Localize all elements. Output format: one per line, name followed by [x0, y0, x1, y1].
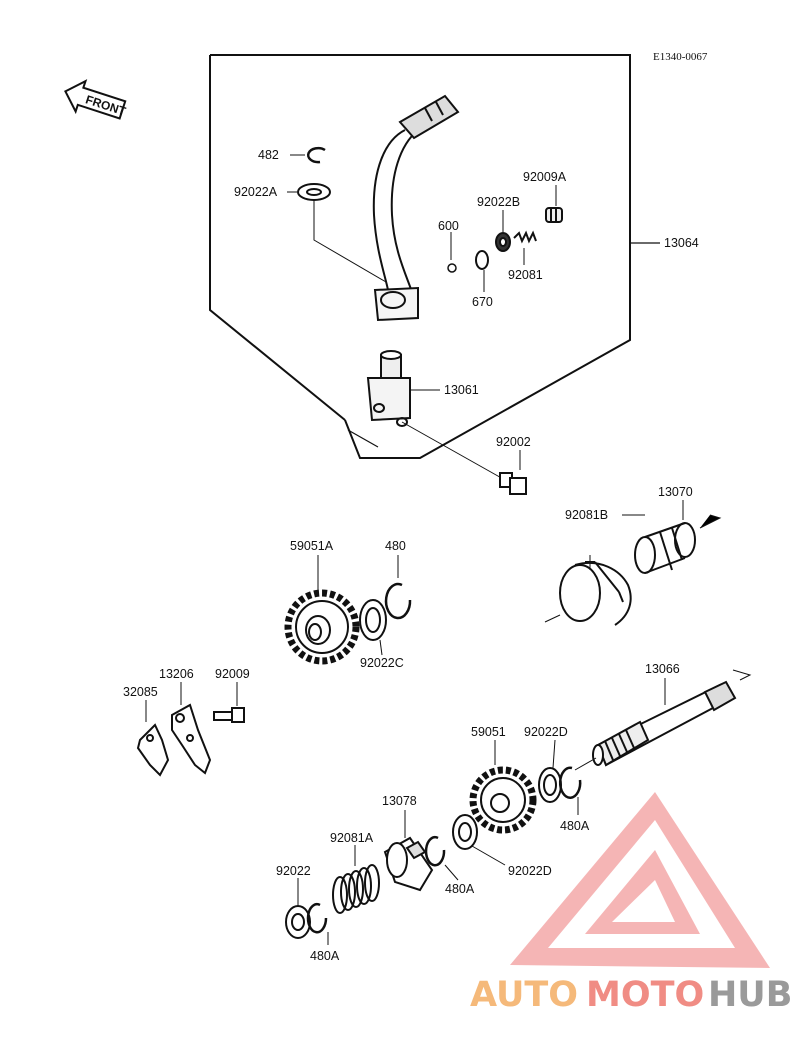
watermark-hub: HUB [708, 975, 792, 1015]
label-92022d-bottom: 92022D [508, 864, 552, 878]
front-arrow-icon: FRONT [64, 79, 128, 120]
washer-92022d-bottom [452, 814, 506, 866]
label-92022d-top: 92022D [524, 725, 568, 739]
watermark-text: AUTO MOTO HUB [470, 975, 792, 1015]
plug-92009a [545, 185, 563, 223]
guide-13206 [171, 682, 212, 775]
label-92081a: 92081A [330, 831, 374, 845]
circlip-480 [384, 555, 412, 620]
spring-92081a [332, 845, 380, 914]
sleeve-13070 [634, 522, 696, 574]
oring-670 [475, 250, 489, 292]
watermark-auto: AUTO [470, 975, 578, 1015]
part-labels: 482 92022A 600 92022B 92009A 92081 670 1… [123, 148, 699, 963]
label-59051: 59051 [471, 725, 506, 739]
kick-shaft-part [366, 350, 411, 427]
washer-92022a [297, 183, 387, 283]
label-480: 480 [385, 539, 406, 553]
watermark-moto: MOTO [586, 975, 704, 1015]
label-13061: 13061 [444, 383, 479, 397]
kick-pedal-assembly-frame [209, 54, 660, 459]
label-32085: 32085 [123, 685, 158, 699]
spring-92081 [513, 230, 537, 265]
label-13070: 13070 [658, 485, 693, 499]
kick-lever [372, 94, 460, 322]
label-480a-right: 480A [560, 819, 590, 833]
label-92022c: 92022C [360, 656, 404, 670]
watermark-logo [510, 792, 770, 968]
ball-600 [447, 232, 457, 273]
circlip-480a-mid [424, 836, 459, 881]
label-13064: 13064 [664, 236, 699, 250]
kick-shaft-13066 [574, 669, 752, 771]
label-92022a: 92022A [234, 185, 278, 199]
label-92022: 92022 [276, 864, 311, 878]
label-670: 670 [472, 295, 493, 309]
diagram-ref-code: E1340-0067 [653, 51, 708, 63]
leader-lines-upper [287, 154, 521, 470]
label-480a-bottom: 480A [310, 949, 340, 963]
label-13206: 13206 [159, 667, 194, 681]
label-13078: 13078 [382, 794, 417, 808]
label-92022b: 92022B [477, 195, 520, 209]
label-92009a: 92009A [523, 170, 567, 184]
label-482: 482 [258, 148, 279, 162]
spring-92081b [559, 555, 632, 626]
washer-92022d-top [538, 739, 562, 803]
plate-32085 [136, 700, 170, 777]
label-13066: 13066 [645, 662, 680, 676]
label-92081: 92081 [508, 268, 543, 282]
gear-59051 [469, 740, 537, 834]
washer-92022c [359, 599, 387, 656]
circlip-480a-bottom [306, 903, 329, 945]
bolt-part [401, 421, 527, 495]
label-59051a: 59051A [290, 539, 334, 553]
washer-92022 [285, 878, 311, 939]
label-92002: 92002 [496, 435, 531, 449]
washer-92022b [495, 210, 511, 252]
label-600: 600 [438, 219, 459, 233]
label-92081b: 92081B [565, 508, 608, 522]
gear-59051a [284, 555, 360, 665]
label-92009: 92009 [215, 667, 250, 681]
circlip-480a-right [558, 766, 582, 815]
bolt-92009 [213, 682, 245, 723]
circlip-482 [306, 146, 326, 164]
ratchet-13078 [383, 810, 434, 892]
leader-lines-sleeve [544, 500, 722, 623]
label-480a-mid: 480A [445, 882, 475, 896]
